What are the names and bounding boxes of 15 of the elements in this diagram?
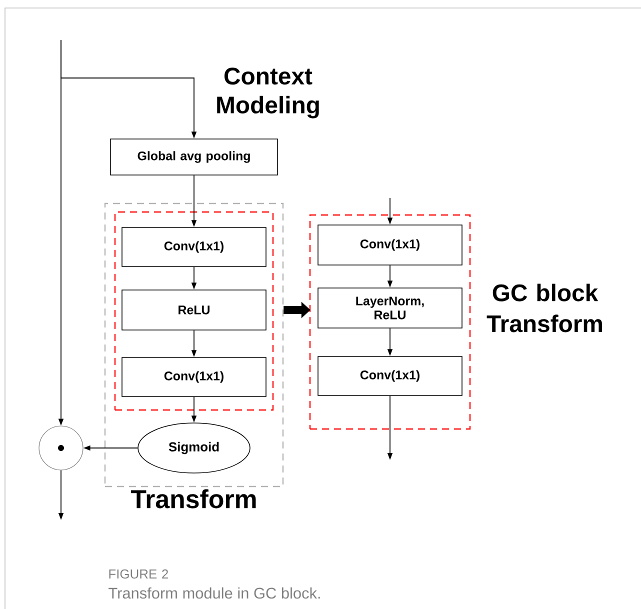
text-heading: Context Modeling (217, 68, 319, 118)
text-heading: GC block Transform (486, 284, 602, 332)
node-label: Transform (130, 489, 256, 508)
dashed-group-box (309, 214, 471, 430)
figure-number: FIGURE 2 (109, 569, 168, 579)
multiply-circle (38, 426, 84, 470)
figure-caption: Transform module in GC block. (108, 587, 320, 599)
process-box: Conv(1x1) (122, 227, 266, 267)
process-box: LayerNorm, ReLU (318, 288, 462, 328)
process-box: Conv(1x1) (318, 224, 462, 266)
dashed-group-box (114, 211, 274, 411)
process-box: Global avg pooling (110, 138, 278, 176)
process-box: Conv(1x1) (318, 356, 462, 396)
process-box: Conv(1x1) (122, 357, 266, 397)
process-box: ReLU (122, 290, 266, 330)
